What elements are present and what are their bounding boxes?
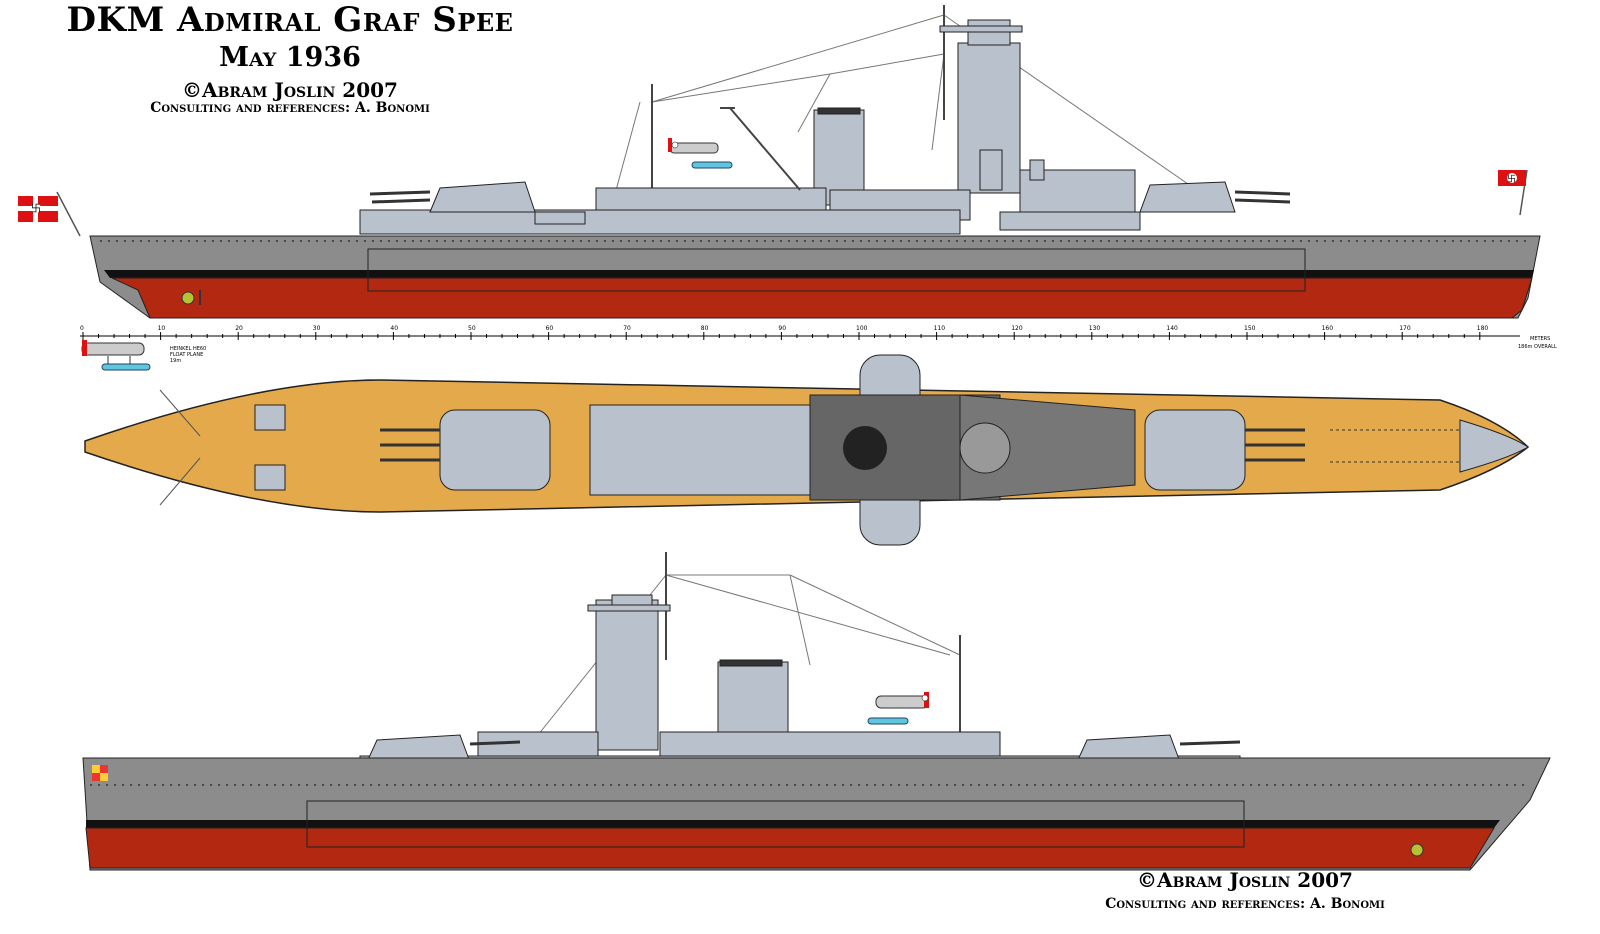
- plan-turret-guns: [380, 428, 1305, 462]
- propeller-bottom: [1410, 843, 1424, 857]
- plane-label-1: HEINKEL HE60: [170, 346, 206, 352]
- scale-overall: 186m OVERALL: [1518, 344, 1557, 350]
- ensign-flag-top: 卐: [18, 191, 81, 237]
- profile-top: 卐 卐: [18, 5, 1541, 319]
- svg-text:卐: 卐: [31, 203, 41, 215]
- funnel-top: [843, 426, 887, 470]
- funnel-area: [809, 394, 1001, 501]
- consulting-bottom: Consulting and references: A. Bonomi: [1105, 896, 1385, 912]
- copyright-top: ©Abram Joslin 2007: [182, 78, 398, 102]
- catapult-plane-bottom: [867, 692, 929, 725]
- scale-tick-label: 60: [546, 325, 554, 332]
- hull-red-bottom: [85, 827, 1495, 869]
- plane-label-2: FLOAT PLANE: [170, 352, 203, 358]
- bridge-deck: [959, 394, 1136, 501]
- plan-view: [84, 354, 1530, 546]
- armor-belt-top: [367, 248, 1306, 292]
- scale-tick-label: 20: [235, 325, 243, 332]
- scale-tick-label: 160: [1322, 325, 1334, 332]
- scale-bar: 0 10 20 30 40 50 60 70 80 90 100 110 120 130 140 150 160…: [80, 325, 1557, 350]
- scale-tick-label: 0: [80, 325, 84, 332]
- boot-top-stripe-top: [104, 270, 1534, 278]
- scale-tick-label: 150: [1244, 325, 1256, 332]
- scale-tick-label: 110: [934, 325, 946, 332]
- scale-unit: METERS: [1530, 336, 1550, 342]
- scale-tick-label: 100: [856, 325, 868, 332]
- scale-tick-label: 180: [1477, 325, 1489, 332]
- profile-bottom: [82, 552, 1551, 871]
- scale-ticks: 0 10 20 30 40 50 60 70 80 90 100 110 120 130 140 150 160…: [80, 325, 1488, 340]
- superstructure-top: [359, 19, 1141, 235]
- scale-tick-label: 70: [623, 325, 631, 332]
- main-turrets-top: [369, 181, 1291, 213]
- jack-flag-top: 卐: [1498, 169, 1528, 216]
- page-title: DKM Admiral Graf Spee: [66, 0, 514, 40]
- scale-tick-label: 80: [701, 325, 709, 332]
- scale-tick-label: 120: [1011, 325, 1023, 332]
- jack-flag-bottom: [92, 765, 108, 781]
- scale-tick-label: 10: [158, 325, 166, 332]
- scale-tick-label: 30: [313, 325, 321, 332]
- scale-tick-label: 140: [1166, 325, 1178, 332]
- scale-tick-label: 50: [468, 325, 476, 332]
- superstructure-bottom: [359, 594, 1241, 775]
- scale-tick-label: 90: [778, 325, 786, 332]
- svg-text:卐: 卐: [1507, 174, 1516, 185]
- heinkel-floatplane-profile: HEINKEL HE60 FLOAT PLANE 19m: [81, 340, 206, 371]
- boot-top-stripe-bottom: [86, 820, 1500, 828]
- scale-tick-label: 170: [1399, 325, 1411, 332]
- deck-structures: [254, 354, 1246, 546]
- plane-label-3: 19m: [170, 358, 181, 364]
- bottom-turret-guns: [469, 740, 1241, 746]
- catapult-plane-top: [668, 107, 801, 191]
- armor-belt-bottom: [306, 800, 1245, 848]
- scale-tick-label: 40: [390, 325, 398, 332]
- subtitle: May 1936: [219, 42, 361, 73]
- propeller-top: [181, 290, 201, 305]
- consulting-top: Consulting and references: A. Bonomi: [150, 100, 430, 116]
- copyright-bottom: ©Abram Joslin 2007: [1137, 868, 1353, 892]
- scale-tick-label: 130: [1089, 325, 1101, 332]
- bow-tip: [1459, 419, 1529, 473]
- hull-red-top: [111, 277, 1533, 319]
